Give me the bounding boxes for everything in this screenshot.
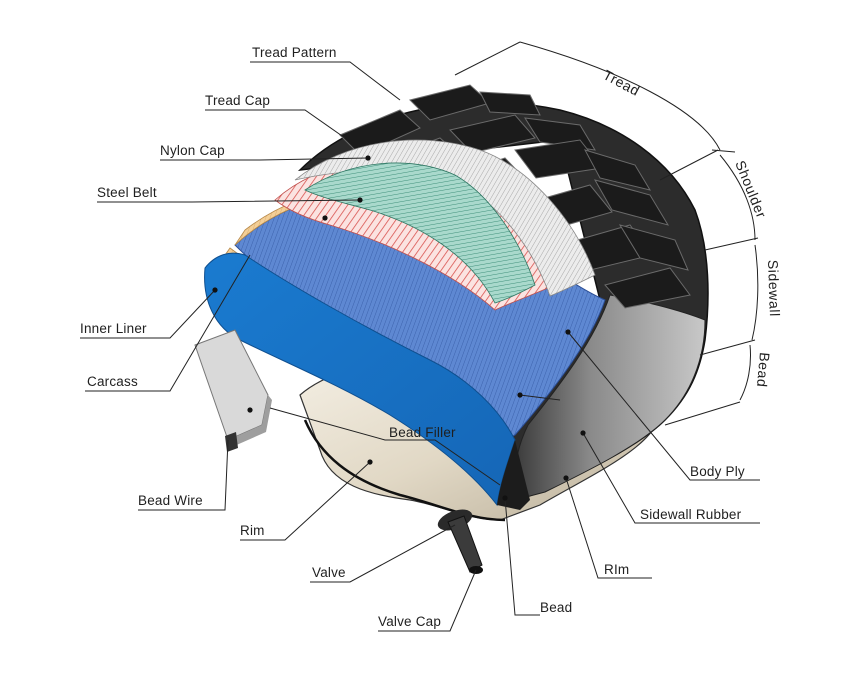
rim-edge bbox=[303, 419, 506, 522]
rim-flange bbox=[497, 440, 530, 510]
label-tread-cap: Tread Cap bbox=[205, 93, 270, 108]
label-bead-wire: Bead Wire bbox=[138, 493, 203, 508]
sidewall-rubber-area bbox=[513, 294, 706, 501]
steel-belt-layer bbox=[304, 162, 536, 304]
label-valve: Valve bbox=[312, 565, 346, 580]
bead-wire-pin bbox=[225, 432, 238, 452]
dim-label-bead: Bead bbox=[754, 352, 773, 388]
leader-lines bbox=[80, 61, 760, 632]
label-inner-liner: Inner Liner bbox=[80, 321, 147, 336]
valve-shape bbox=[437, 509, 483, 574]
label-carcass: Carcass bbox=[87, 374, 138, 389]
label-body-ply: Body Ply bbox=[690, 464, 745, 479]
label-valve-cap: Valve Cap bbox=[378, 614, 441, 629]
label-rim-left: Rim bbox=[240, 523, 265, 538]
dim-label-tread: Tread bbox=[601, 67, 643, 99]
label-tread-pattern: Tread Pattern bbox=[252, 45, 337, 60]
label-steel-belt: Steel Belt bbox=[97, 185, 157, 200]
label-bead-bottom: Bead bbox=[540, 600, 572, 615]
label-sidewall-rubber: Sidewall Rubber bbox=[640, 507, 742, 522]
leader-dots bbox=[212, 155, 586, 501]
dimension-lines bbox=[454, 41, 759, 426]
bead-wire-tab bbox=[228, 395, 272, 447]
dim-label-sidewall: Sidewall bbox=[765, 260, 783, 317]
label-nylon-cap: Nylon Cap bbox=[160, 143, 225, 158]
label-rim-right: RIm bbox=[604, 562, 629, 577]
label-bead-filler: Bead Filler bbox=[389, 425, 456, 440]
